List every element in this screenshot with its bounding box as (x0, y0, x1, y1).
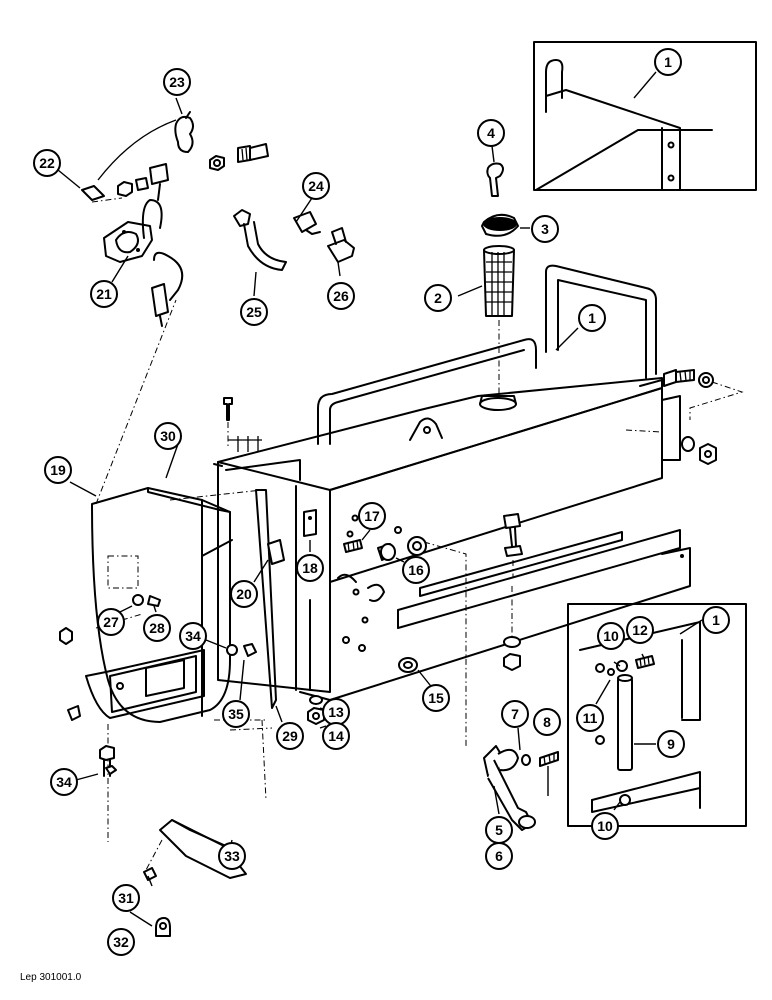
callout-label: 35 (228, 706, 244, 722)
callout-label: 13 (328, 704, 344, 720)
callout-label: 27 (103, 614, 119, 630)
callout: 18 (296, 554, 324, 582)
callout: 17 (358, 502, 386, 530)
callout-label: 22 (39, 155, 55, 171)
callout: 31 (112, 884, 140, 912)
callout-label: 31 (118, 890, 134, 906)
callout: 20 (230, 580, 258, 608)
callout: 22 (33, 149, 61, 177)
callout: 2 (424, 284, 452, 312)
callout-label: 1 (588, 310, 596, 326)
side-fittings (343, 539, 396, 561)
callout-label: 34 (185, 628, 201, 644)
callout-label: 19 (50, 462, 66, 478)
callout: 26 (327, 282, 355, 310)
callout-label: 24 (308, 178, 324, 194)
callout-label: 11 (583, 710, 598, 726)
callout: 30 (154, 422, 182, 450)
tank-right-hardware (625, 369, 744, 465)
callout: 12 (626, 616, 654, 644)
callout: 19 (44, 456, 72, 484)
callout: 35 (222, 700, 250, 728)
callout-label: 26 (333, 288, 349, 304)
callout-label: 28 (149, 620, 165, 636)
callout: 28 (143, 614, 171, 642)
callout-label: 18 (302, 560, 318, 576)
callout: 1 (654, 48, 682, 76)
callout-label: 4 (487, 125, 495, 141)
callout: 34 (179, 622, 207, 650)
callout: 29 (276, 722, 304, 750)
side-cover (59, 299, 317, 842)
callout: 33 (218, 842, 246, 870)
callout-label: 20 (236, 586, 252, 602)
callout: 11 (576, 704, 604, 732)
bottom-mounts (307, 657, 418, 725)
callout-label: 10 (597, 818, 613, 834)
callout-label: 1 (712, 612, 720, 628)
callout-label: 33 (224, 848, 240, 864)
upper-left-parts (81, 111, 355, 327)
callout: 25 (240, 298, 268, 326)
callout: 10 (597, 622, 625, 650)
callout-label: 34 (56, 774, 72, 790)
inset-detail-bottom (567, 603, 747, 827)
callout: 15 (422, 684, 450, 712)
callout-label: 8 (543, 714, 551, 730)
callout-label: 23 (169, 74, 185, 90)
callout-label: 21 (96, 286, 112, 302)
callout: 34 (50, 768, 78, 796)
callout-label: 5 (495, 822, 503, 838)
callout: 27 (97, 608, 125, 636)
callout: 32 (107, 928, 135, 956)
callout: 16 (402, 556, 430, 584)
figure-reference: Lep 301001.0 (20, 972, 82, 983)
callout-label: 6 (495, 848, 503, 864)
callout-label: 17 (364, 508, 380, 524)
callout-label: 25 (246, 304, 262, 320)
callout: 1 (578, 304, 606, 332)
callout: 3 (531, 215, 559, 243)
leader-lines (57, 71, 703, 927)
callout-label: 9 (667, 736, 675, 752)
callout-label: 12 (632, 622, 648, 638)
tank-body (213, 264, 691, 701)
callout: 6 (485, 842, 513, 870)
center-bolt (503, 513, 523, 671)
callout: 10 (591, 812, 619, 840)
callout-label: 30 (160, 428, 176, 444)
sender-unit (407, 536, 559, 831)
callout: 14 (322, 722, 350, 750)
inset-detail-top (533, 41, 757, 191)
callout-label: 7 (511, 706, 519, 722)
callout: 7 (501, 700, 529, 728)
callout: 23 (163, 68, 191, 96)
callout-label: 2 (434, 290, 442, 306)
callout: 9 (657, 730, 685, 758)
callout-label: 32 (113, 934, 129, 950)
callout-label: 1 (664, 54, 672, 70)
callout: 1 (702, 606, 730, 634)
filler-assembly (481, 162, 519, 400)
callout: 24 (302, 172, 330, 200)
callout-label: 14 (328, 728, 344, 744)
callout: 8 (533, 708, 561, 736)
callout: 13 (322, 698, 350, 726)
callout-label: 15 (428, 690, 444, 706)
callout-label: 16 (408, 562, 424, 578)
callout-label: 29 (282, 728, 298, 744)
callout-label: 10 (603, 628, 619, 644)
callout: 4 (477, 119, 505, 147)
callout-label: 3 (541, 221, 549, 237)
callout: 21 (90, 280, 118, 308)
callout: 5 (485, 816, 513, 844)
